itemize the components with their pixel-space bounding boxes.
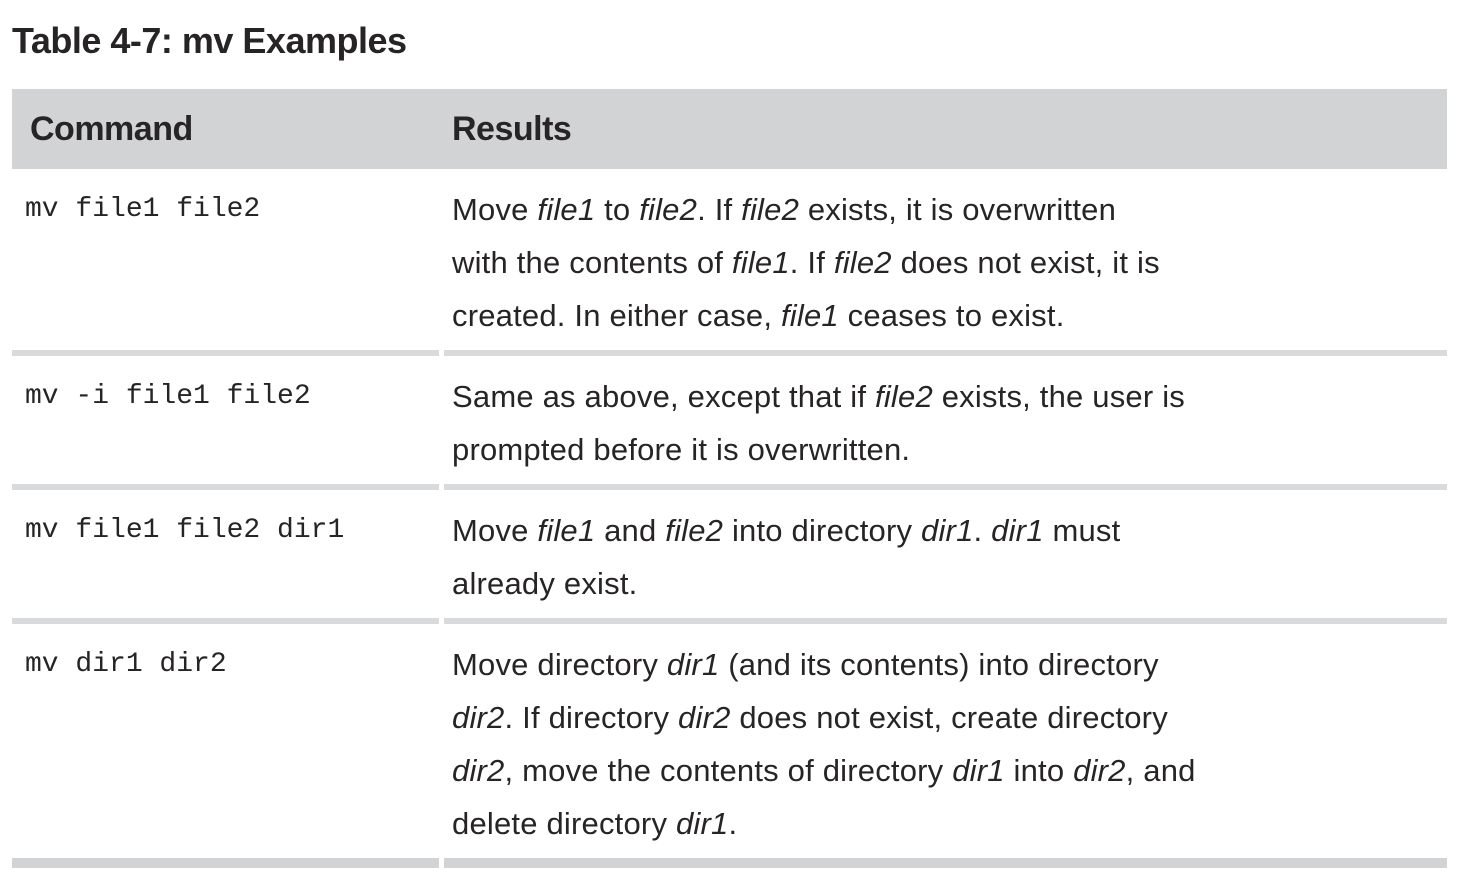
filename-italic: file1 [780, 298, 839, 333]
result-text: . If [697, 192, 742, 227]
result-text: and [595, 513, 666, 548]
filename-italic: dir1 [921, 513, 974, 548]
result-text: Move [452, 513, 538, 548]
result-text: created. In either case, [452, 298, 781, 333]
command-cell: mv dir1 dir2 [12, 624, 439, 868]
column-header-command: Command [30, 109, 193, 148]
result-text: does not exist, create directory [730, 700, 1168, 735]
filename-italic: file2 [741, 192, 800, 227]
filename-italic: dir1 [952, 753, 1005, 788]
result-text: , and [1125, 753, 1196, 788]
filename-italic: file1 [731, 245, 790, 280]
filename-italic: file2 [639, 192, 698, 227]
filename-italic: dir1 [991, 513, 1044, 548]
result-text: prompted before it is overwritten. [452, 432, 911, 467]
command-cell: mv -i file1 file2 [12, 356, 439, 490]
result-text: ceases to exist. [838, 298, 1065, 333]
filename-italic: dir2 [452, 753, 505, 788]
result-text: , move the contents of directory [504, 753, 953, 788]
filename-italic: file2 [833, 245, 892, 280]
filename-italic: file1 [537, 513, 596, 548]
result-text: does not exist, it is [891, 245, 1160, 280]
filename-italic: dir2 [452, 700, 505, 735]
result-cell: Same as above, except that if file2 exis… [444, 356, 1447, 490]
result-cell: Move directory dir1 (and its contents) i… [444, 624, 1447, 868]
result-text: . [973, 513, 992, 548]
result-text: to [595, 192, 640, 227]
result-text: Move [452, 192, 538, 227]
command-cell: mv file1 file2 dir1 [12, 490, 439, 624]
command-cell: mv file1 file2 [12, 169, 439, 356]
result-text: exists, the user is [932, 379, 1185, 414]
result-text: . [728, 806, 738, 841]
result-cell: Move file1 to file2. If file2 exists, it… [444, 169, 1447, 356]
result-text: exists, it is overwritten [799, 192, 1117, 227]
result-text: . If [789, 245, 834, 280]
table-header-row: Command Results [12, 89, 1447, 169]
result-text: . If directory [504, 700, 679, 735]
table-title: Table 4-7: mv Examples [12, 20, 407, 61]
filename-italic: file2 [665, 513, 724, 548]
result-text: into directory [723, 513, 922, 548]
filename-italic: dir2 [678, 700, 731, 735]
result-text: delete directory [452, 806, 676, 841]
filename-italic: file2 [875, 379, 933, 414]
filename-italic: dir1 [666, 647, 720, 682]
result-cell: Move file1 and file2 into directory dir1… [444, 490, 1447, 624]
result-text: with the contents of [452, 245, 732, 280]
filename-italic: file1 [537, 192, 596, 227]
column-header-results: Results [452, 109, 572, 148]
result-text: already exist. [452, 566, 638, 601]
filename-italic: dir1 [675, 806, 729, 841]
result-text: (and its contents) into directory [719, 647, 1159, 682]
filename-italic: dir2 [1073, 753, 1126, 788]
result-text: into [1004, 753, 1074, 788]
result-text: Same as above, except that if [452, 379, 876, 414]
result-text: must [1043, 513, 1121, 548]
result-text: Move directory [452, 647, 667, 682]
